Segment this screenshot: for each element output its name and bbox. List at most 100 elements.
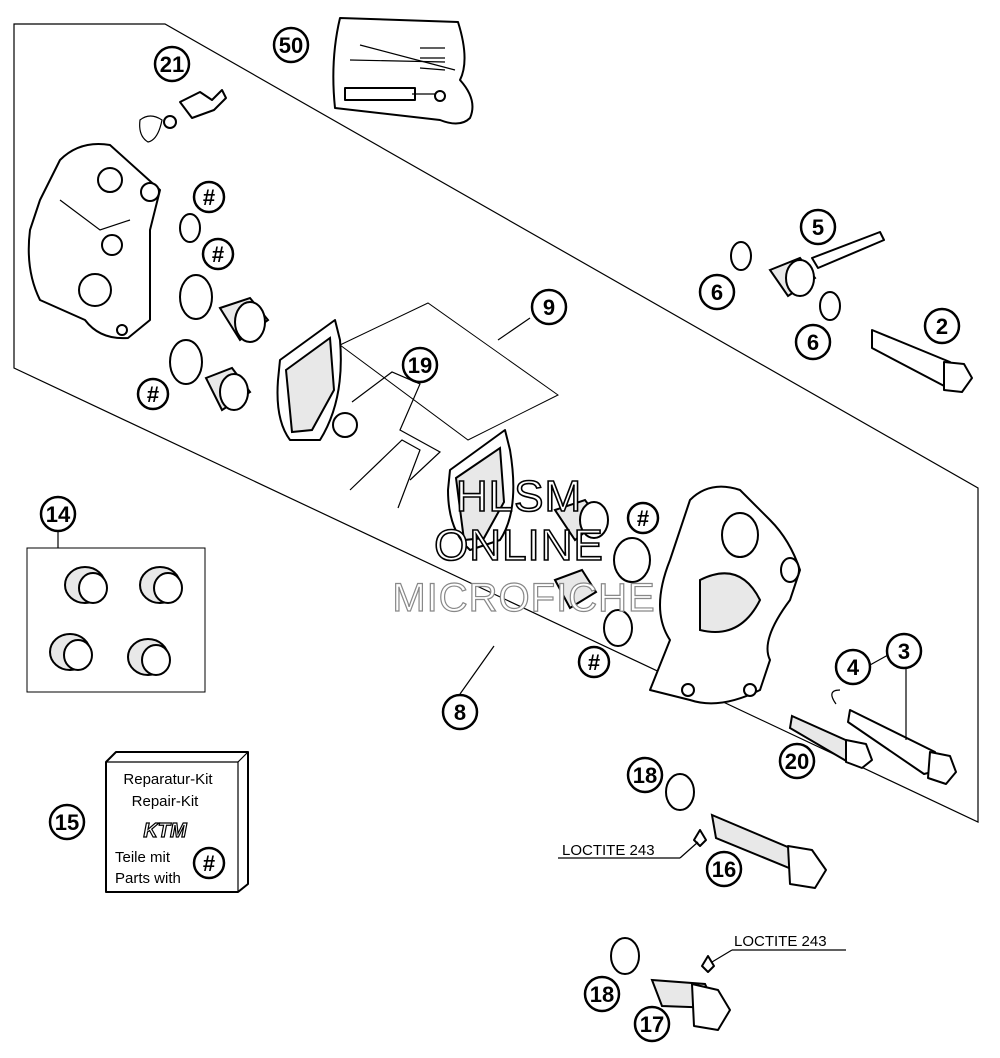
svg-text:5: 5 [812, 215, 824, 240]
brake-pad-part [447, 429, 515, 551]
svg-text:9: 9 [543, 295, 555, 320]
caliper-right-part [649, 485, 801, 705]
brake-pad-part [276, 319, 358, 441]
svg-text:15: 15 [55, 810, 79, 835]
callout-4: 4 [834, 648, 872, 686]
svg-text:18: 18 [590, 982, 614, 1007]
retaining-clip-part [831, 689, 841, 705]
svg-text:6: 6 [711, 280, 723, 305]
callout-3: 3 [885, 632, 923, 670]
callout-9: 9 [530, 288, 568, 326]
callout-8: 8 [441, 693, 479, 731]
svg-text:14: 14 [46, 502, 71, 527]
piston-part [139, 566, 183, 604]
svg-text:16: 16 [712, 857, 736, 882]
caliper-bolt-part [650, 978, 731, 1031]
seal-ring [179, 213, 201, 243]
callout-6: 6 [698, 273, 736, 311]
kit-parts-de: Teile mit [115, 849, 171, 866]
bleed-screw-part [139, 89, 227, 143]
callout-18: 18 [626, 756, 664, 794]
callout-20: 20 [778, 742, 816, 780]
callout-21: 21 [153, 45, 191, 83]
loctite-label: LOCTITE 243 [734, 933, 827, 950]
svg-text:#: # [147, 382, 159, 407]
svg-text:18: 18 [633, 763, 657, 788]
washer-part [665, 773, 695, 811]
callout-17: 17 [633, 1005, 671, 1043]
washer-part [610, 937, 640, 975]
svg-text:#: # [588, 650, 600, 675]
callout-2: 2 [923, 307, 961, 345]
loctite-drop-icon [701, 955, 715, 973]
callout-16: 16 [705, 850, 743, 888]
callout-hash: # [192, 180, 226, 214]
callout-19: 19 [401, 346, 439, 384]
piston-part [64, 566, 108, 604]
piston-part [218, 296, 270, 343]
assembly-outline [13, 23, 979, 823]
svg-text:#: # [203, 185, 215, 210]
seal-ring [169, 339, 203, 385]
callout-6: 6 [794, 323, 832, 361]
seal-ring [613, 537, 651, 583]
piston-kit-box [26, 547, 206, 693]
svg-text:20: 20 [785, 749, 809, 774]
pad-spring-part [349, 371, 442, 509]
callout-14: 14 [39, 495, 77, 533]
loctite-drop-icon [693, 829, 707, 847]
svg-text:2: 2 [936, 314, 948, 339]
svg-text:3: 3 [898, 639, 910, 664]
piston-part [204, 366, 252, 412]
svg-text:6: 6 [807, 330, 819, 355]
svg-text:#: # [212, 242, 224, 267]
leader-line [459, 645, 495, 695]
leader-line [679, 841, 699, 859]
watermark-line1: HLSM [456, 472, 582, 521]
pad-group-outline [339, 302, 559, 441]
ktm-logo: KTM [143, 820, 188, 842]
seal-ring [603, 609, 633, 647]
kit-parts-en: Parts with [115, 870, 181, 887]
svg-text:8: 8 [454, 700, 466, 725]
caliper-bolt-part [710, 813, 827, 889]
svg-text:50: 50 [279, 33, 303, 58]
leader-line [711, 949, 733, 963]
piston-part [127, 638, 171, 676]
loctite-label: LOCTITE 243 [562, 842, 655, 859]
washer-part [819, 291, 841, 321]
washer-part [730, 241, 752, 271]
kit-hash-circle [192, 846, 226, 880]
manual-part [332, 17, 474, 125]
banjo-bolt-part [871, 329, 973, 393]
piston-part [49, 633, 93, 671]
svg-text:#: # [637, 506, 649, 531]
banjo-fitting-part [768, 231, 885, 298]
caliper-left-part [27, 143, 161, 340]
guide-bolt-part [788, 714, 873, 769]
callout-15: 15 [48, 803, 86, 841]
kit-label-en: Repair-Kit [132, 793, 200, 810]
leader-line [869, 654, 889, 666]
seal-ring [179, 274, 213, 320]
callout-hash: # [136, 377, 170, 411]
pad-pin-part [847, 709, 957, 785]
callout-hash: # [577, 645, 611, 679]
callout-hash: # [626, 501, 660, 535]
kit-label-de: Reparatur-Kit [123, 771, 213, 788]
svg-text:17: 17 [640, 1012, 664, 1037]
svg-text:4: 4 [847, 655, 860, 680]
callout-18: 18 [583, 975, 621, 1013]
callout-hash: # [201, 237, 235, 271]
watermark-line3: MICROFICHE [392, 576, 655, 620]
piston-part [553, 568, 598, 610]
callout-50: 50 [272, 26, 310, 64]
watermark-line2: ONLINE [434, 521, 604, 570]
svg-text:19: 19 [408, 353, 432, 378]
callout-5: 5 [799, 208, 837, 246]
svg-text:21: 21 [160, 52, 184, 77]
kit-hash-symbol: # [203, 851, 215, 876]
leader-line [497, 317, 531, 341]
piston-part [553, 498, 609, 542]
